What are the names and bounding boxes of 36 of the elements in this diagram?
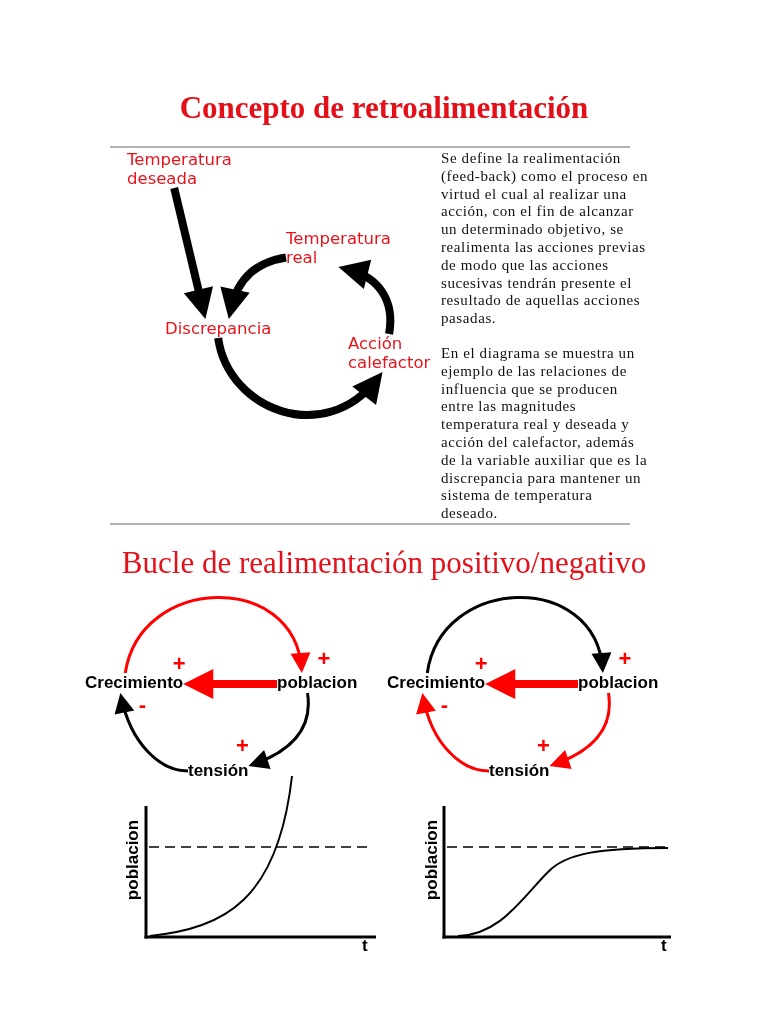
variable-label: Temperatura real [286,229,391,267]
arrow [338,261,395,335]
variable-label: poblacion [277,673,358,693]
axis-label: t [661,937,667,955]
variable-label: tensión [489,761,550,781]
variable-label: Acción calefactor [348,334,431,372]
edge-label: - [440,695,448,715]
axis-label: poblacion [423,819,441,901]
edge-label: - [138,695,146,715]
arrow [115,693,189,773]
arrow [123,596,309,674]
edge-label: + [172,654,186,674]
arrow [549,692,611,769]
axis-label: t [362,937,368,955]
arrow [425,596,610,674]
arrow [221,253,287,319]
section-heading: Bucle de realimentación positivo/negativo [121,545,647,580]
variable-label: poblacion [578,673,659,693]
variable-label: Temperatura deseada [127,150,232,188]
edge-label: + [474,654,488,674]
page-title: Concepto de retroalimentación [179,91,589,125]
arrow [214,337,384,419]
paragraph: Se define la realimentación (feed-back) como el proceso en virtud el cual al realizar una acción, con el fin de alcanzar un determinado objetivo, se realimenta las acciones previas de modo que las acciones sucesivas tendrán presente el resultado de aquellas acciones pasadas. [441,150,649,328]
edge-label: + [317,649,331,669]
arrow [416,693,490,773]
axis-label: poblacion [124,819,142,901]
arrow [248,692,310,769]
paragraph: En el diagrama se muestra un ejemplo de las relaciones de influencia que se producen entre las magnitudes temperatura real y deseada y acción del calefactor, además de la variable auxiliar que es la discrepancia para mantener un sistema de temperatura deseado. [441,345,649,523]
variable-label: Discrepancia [165,319,272,338]
arrow [170,187,214,319]
edge-label: + [618,649,632,669]
edge-label: + [537,736,550,756]
variable-label: Crecimiento [85,673,184,693]
edge-label: + [236,736,249,756]
variable-label: tensión [188,761,249,781]
variable-label: Crecimiento [387,673,486,693]
